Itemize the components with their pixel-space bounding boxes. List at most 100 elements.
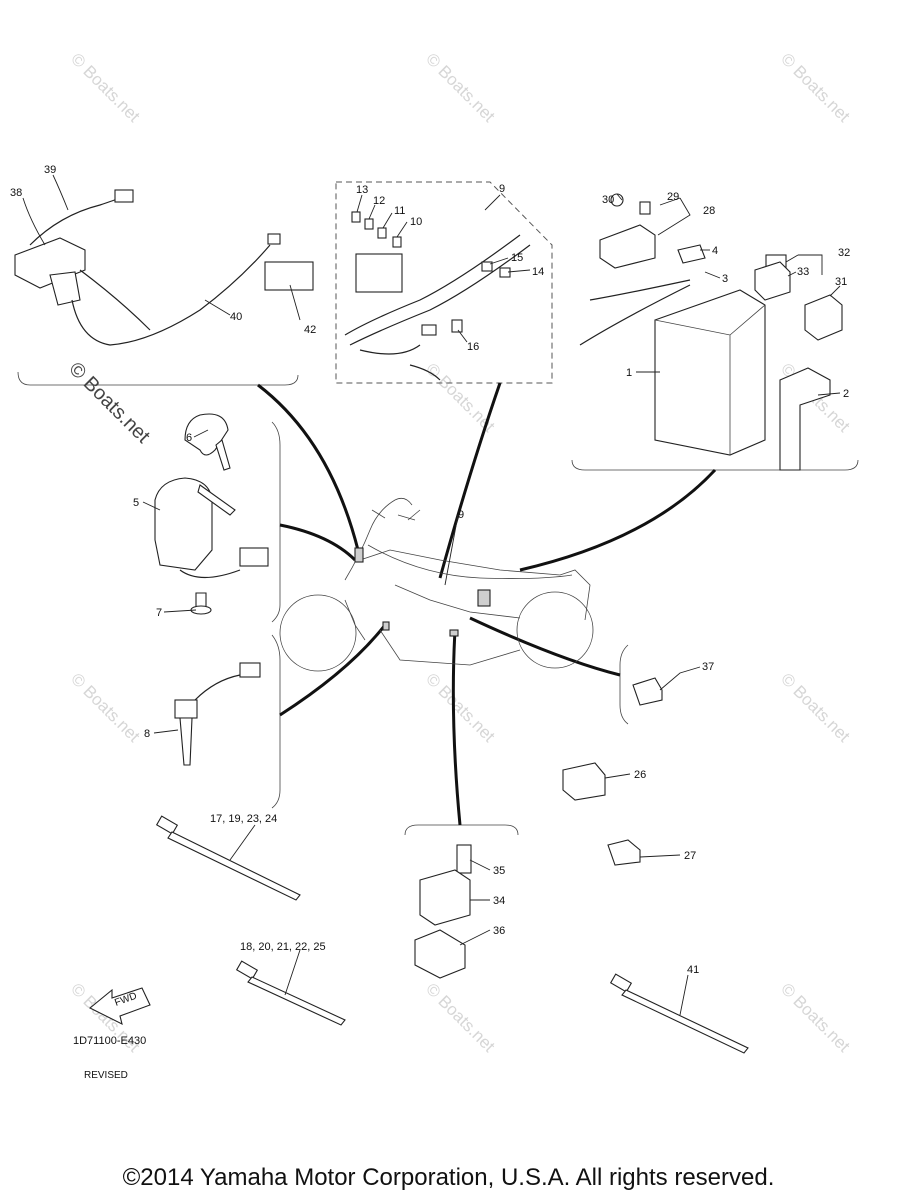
cable-tie-head <box>235 960 259 980</box>
callout-38: 38 <box>10 187 22 199</box>
sensor-8-stem <box>179 717 193 766</box>
group-brackets <box>17 181 859 836</box>
harness-wire-40 <box>71 244 271 346</box>
callout-27: 27 <box>684 850 696 862</box>
callout-18-20-21-22-25: 18, 20, 21, 22, 25 <box>240 941 326 953</box>
switch-mark <box>382 621 390 631</box>
watermark: © Boats.net <box>422 979 499 1056</box>
harness-tail <box>409 364 441 381</box>
sensor-mark <box>449 629 459 637</box>
harness-branch <box>79 269 151 331</box>
copyright-notice: ©2014 Yamaha Motor Corporation, U.S.A. A… <box>122 1164 775 1191</box>
cable-tie-17 <box>167 831 301 901</box>
main-harness-9b <box>349 244 531 346</box>
starter-relay-28 <box>599 224 656 269</box>
watermark: © Boats.net <box>422 49 499 126</box>
watermark: © Boats.net <box>777 979 854 1056</box>
bracket-36 <box>414 929 466 979</box>
relay-33 <box>754 261 791 301</box>
right-parts-group <box>562 677 663 866</box>
solenoid-group <box>414 844 472 979</box>
fuse-11 <box>377 227 387 239</box>
callout-32: 32 <box>838 247 850 259</box>
sensor-connector <box>239 662 261 678</box>
callout-35: 35 <box>493 865 505 877</box>
callout-7: 7 <box>156 607 162 619</box>
key-6-blade <box>215 439 231 471</box>
callout-33: 33 <box>797 266 809 278</box>
callout-9-bike: 9 <box>458 509 464 521</box>
ecu-connector <box>49 271 81 306</box>
callout-13: 13 <box>356 184 368 196</box>
callout-30: 30 <box>602 194 614 206</box>
switch-connector <box>239 547 269 567</box>
callout-14: 14 <box>532 266 544 278</box>
callout-9-top: 9 <box>499 183 505 195</box>
relay-mark <box>477 589 491 607</box>
relay-26 <box>562 762 606 801</box>
cable-tie-head <box>155 815 179 835</box>
sensor-wire <box>194 674 241 701</box>
connector-14 <box>499 267 511 278</box>
callout-12: 12 <box>373 195 385 207</box>
callout-17-19-23-24: 17, 19, 23, 24 <box>210 813 277 825</box>
callout-16: 16 <box>467 341 479 353</box>
watermark: © Boats.net <box>777 669 854 746</box>
callout-31: 31 <box>835 276 847 288</box>
watermark: © Boats.net <box>67 669 144 746</box>
harness-plug <box>114 189 134 203</box>
callout-29: 29 <box>667 191 679 203</box>
callout-5: 5 <box>133 497 139 509</box>
revision-label: REVISED <box>84 1070 128 1081</box>
watermark-strong: © Boats.net <box>64 358 154 448</box>
callout-15: 15 <box>511 252 523 264</box>
callout-40: 40 <box>230 311 242 323</box>
watermark: © Boats.net <box>67 49 144 126</box>
callout-11: 11 <box>394 205 405 217</box>
label-42 <box>264 261 314 291</box>
callout-labels: 39 38 40 42 9 13 12 11 10 15 14 16 30 29… <box>10 164 850 1081</box>
fuse-box-group <box>344 211 531 381</box>
clip-16 <box>451 319 463 333</box>
callout-39: 39 <box>44 164 56 176</box>
relay-31 <box>804 294 843 341</box>
fuse-29 <box>639 201 651 215</box>
callout-37: 37 <box>702 661 714 673</box>
callout-6: 6 <box>186 432 192 444</box>
ecu-harness-group <box>14 189 314 346</box>
callout-42: 42 <box>304 324 316 336</box>
switch-wire <box>179 569 241 579</box>
connector-16a <box>421 324 437 336</box>
main-switch-5 <box>154 477 213 571</box>
battery-lead-3b <box>589 279 691 301</box>
callout-8: 8 <box>144 728 150 740</box>
drawing-code: 1D71100-E430 <box>73 1035 146 1047</box>
callout-28: 28 <box>703 205 715 217</box>
sensor-34 <box>419 869 471 926</box>
fuse-10 <box>392 236 402 248</box>
main-harness-9 <box>344 234 521 336</box>
battery-cover-2 <box>779 367 831 471</box>
connector-15 <box>481 261 493 272</box>
callout-36: 36 <box>493 925 505 937</box>
sensor-8 <box>174 699 198 719</box>
bolt-35 <box>456 844 472 874</box>
fuse-box-9 <box>355 253 403 293</box>
fuse-12 <box>364 218 374 230</box>
key-in-switch <box>197 484 236 516</box>
callout-4: 4 <box>712 245 718 257</box>
bracket-37 <box>632 677 663 706</box>
cable-tie-18 <box>247 976 346 1026</box>
callout-3: 3 <box>722 273 728 285</box>
fuse-13 <box>351 211 361 223</box>
harness-end-plug <box>267 233 281 245</box>
connector-mark <box>354 547 364 563</box>
cable-tie-41 <box>621 989 749 1054</box>
harness-wire-39 <box>29 197 121 246</box>
sensor-27 <box>607 839 641 866</box>
watermark: © Boats.net <box>777 49 854 126</box>
cover-4 <box>677 244 706 264</box>
leader-lines <box>22 174 841 1016</box>
harness-branch-16 <box>359 344 421 355</box>
